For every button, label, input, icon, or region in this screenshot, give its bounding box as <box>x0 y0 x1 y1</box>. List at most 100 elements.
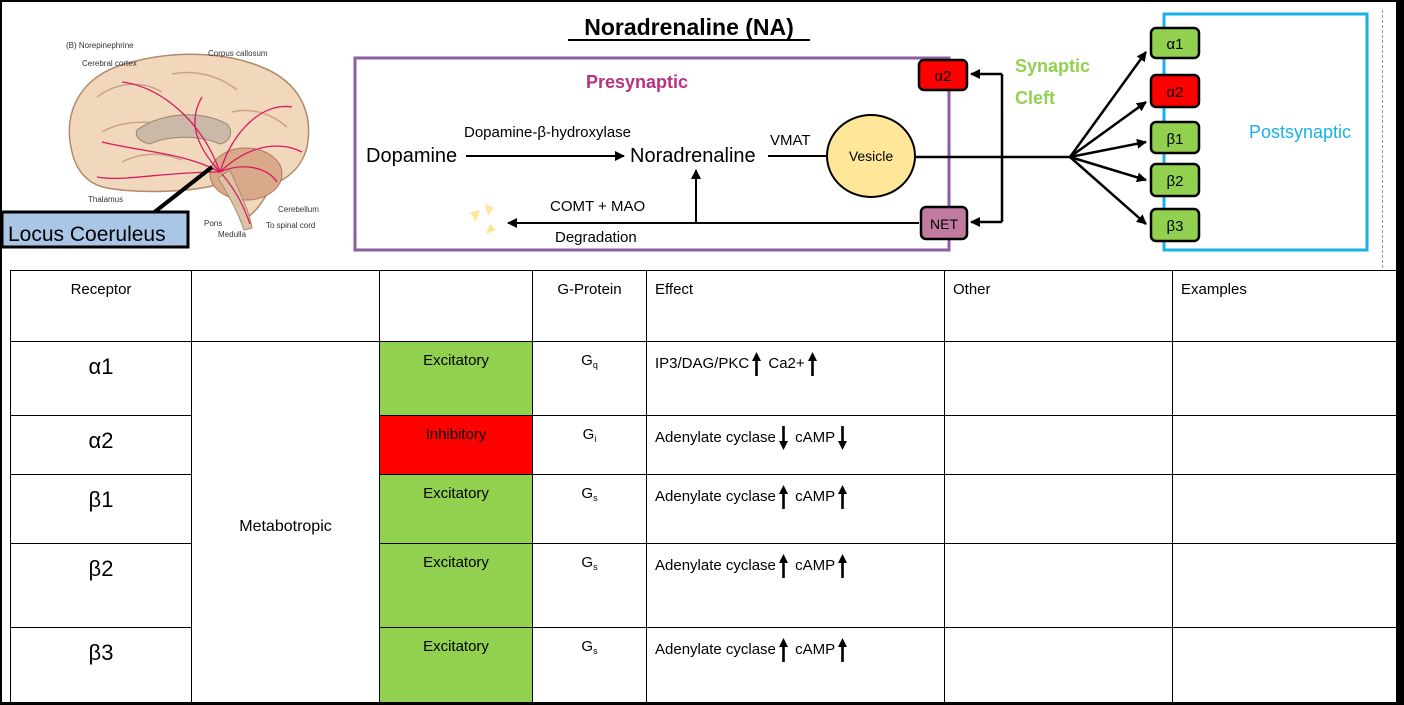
g-protein-base: G <box>581 554 594 571</box>
table-row: β1 Excitatory Gs Adenylate cyclase cAMP <box>10 474 1396 544</box>
brain-label-spinal-cord: To spinal cord <box>266 221 315 230</box>
g-protein-cell: Gs <box>532 543 647 628</box>
branch-alpha2 <box>1069 100 1147 159</box>
presynaptic-alpha2-label: α2 <box>934 68 951 85</box>
effect-cell: Adenylate cyclase cAMP <box>646 415 945 475</box>
effect-second: cAMP <box>795 488 836 505</box>
header-g-protein: G-Protein <box>532 270 647 342</box>
g-protein-base: G <box>581 352 593 369</box>
table-row: α2 Inhibitory Gi Adenylate cyclase cAMP <box>10 415 1396 475</box>
g-protein-subscript: q <box>592 360 598 370</box>
metabotropic-cell: Metabotropic <box>191 341 380 702</box>
brain-gyri <box>96 71 288 163</box>
presynaptic-box <box>353 56 951 252</box>
effect-second: cAMP <box>795 641 836 658</box>
net-label: NET <box>930 216 958 232</box>
noradrenergic-projections <box>96 81 303 225</box>
effect-first: IP3/DAG/PKC <box>655 355 750 372</box>
table-row: β2 Excitatory Gs Adenylate cyclase cAMP <box>10 543 1396 628</box>
net-transporter <box>919 205 969 241</box>
up-arrow-icon <box>752 352 762 376</box>
examples-cell <box>1172 474 1396 544</box>
effect-first: Adenylate cyclase <box>655 429 776 446</box>
g-protein-subscript: s <box>593 562 598 572</box>
other-cell <box>944 415 1173 475</box>
noradrenaline-label: Noradrenaline <box>630 145 756 167</box>
down-arrow-icon <box>838 426 848 450</box>
receptor-cell: β2 <box>10 543 192 628</box>
effect-cell: Adenylate cyclase cAMP <box>646 627 945 702</box>
postsynaptic-label: Postsynaptic <box>1249 122 1351 142</box>
post-receptor-beta3 <box>1149 207 1201 243</box>
brain-panel-label: (B) Norepinephrine <box>66 41 134 50</box>
brain-label-cerebellum: Cerebellum <box>278 205 319 214</box>
up-arrow-icon <box>807 352 817 376</box>
effect-cell: Adenylate cyclase cAMP <box>646 543 945 628</box>
examples-cell <box>1172 627 1396 702</box>
brain-label-thalamus: Thalamus <box>88 195 123 204</box>
effect-second: cAMP <box>795 557 836 574</box>
branch-beta2 <box>1069 155 1147 183</box>
up-arrow-icon <box>778 554 788 578</box>
effect-second: Ca2+ <box>768 355 805 372</box>
cerebellum-shape <box>209 147 283 201</box>
synaptic-label: Synaptic <box>1015 56 1090 76</box>
table-row: β3 Excitatory Gs Adenylate cyclase cAMP <box>10 627 1396 702</box>
post-receptor-alpha2-label: α2 <box>1166 84 1183 101</box>
enzyme-label: Dopamine-β-hydroxylase <box>464 124 631 141</box>
comt-mao-label: COMT + MAO <box>550 198 645 215</box>
locus-coeruleus-callout <box>2 210 190 249</box>
examples-cell <box>1172 543 1396 628</box>
other-cell <box>944 474 1173 544</box>
g-protein-cell: Gi <box>532 415 647 475</box>
g-protein-subscript: s <box>593 493 598 503</box>
degradation-fragments-icon <box>470 204 496 234</box>
table-header-row: Receptor G-Protein Effect Other Examples <box>10 270 1396 342</box>
effect-first: Adenylate cyclase <box>655 641 776 658</box>
up-arrow-icon <box>838 485 848 509</box>
g-protein-cell: Gs <box>532 627 647 702</box>
action-cell: Excitatory <box>379 543 533 628</box>
cleft-label: Cleft <box>1015 88 1055 108</box>
brain-label-pons: Pons <box>204 219 222 228</box>
header-effect: Effect <box>646 270 945 342</box>
effect-first: Adenylate cyclase <box>655 488 776 505</box>
up-arrow-icon <box>778 638 788 662</box>
header-other: Other <box>944 270 1173 342</box>
receptor-cell: β1 <box>10 474 192 544</box>
other-cell <box>944 627 1173 702</box>
post-receptor-alpha1 <box>1149 26 1201 60</box>
presynaptic-label: Presynaptic <box>586 72 688 92</box>
post-receptor-beta1 <box>1149 120 1201 155</box>
presynaptic-alpha2-receptor <box>917 58 969 92</box>
branch-beta3 <box>1069 156 1147 225</box>
receptor-cell: α1 <box>10 341 192 416</box>
header-examples: Examples <box>1172 270 1396 342</box>
post-receptor-beta1-label: β1 <box>1167 131 1184 148</box>
synapse-diagram: Noradrenaline (NA) (B) Norepinephrine Co… <box>2 12 1369 252</box>
dashed-divider <box>1382 10 1383 268</box>
branch-beta1 <box>1069 138 1147 159</box>
dopamine-label: Dopamine <box>366 145 457 167</box>
up-arrow-icon <box>838 638 848 662</box>
locus-coeruleus-label: Locus Coeruleus <box>8 223 166 246</box>
other-cell <box>944 341 1173 416</box>
effect-first: Adenylate cyclase <box>655 557 776 574</box>
g-protein-subscript: i <box>594 434 597 444</box>
callout-pointer <box>150 165 214 216</box>
header-action <box>379 270 533 342</box>
vesicle-label: Vesicle <box>849 148 894 164</box>
action-cell: Excitatory <box>379 474 533 544</box>
receptor-table: Receptor G-Protein Effect Other Examples… <box>10 270 1396 702</box>
action-cell: Excitatory <box>379 627 533 702</box>
table-row: α1 Metabotropic Excitatory Gq IP3/DAG/PK… <box>10 341 1396 702</box>
g-protein-base: G <box>582 426 595 443</box>
corpus-callosum-shape <box>135 114 231 145</box>
g-protein-cell: Gq <box>532 341 647 416</box>
receptor-cell: α2 <box>10 415 192 475</box>
header-receptor: Receptor <box>10 270 192 342</box>
up-arrow-icon <box>838 554 848 578</box>
other-cell <box>944 543 1173 628</box>
